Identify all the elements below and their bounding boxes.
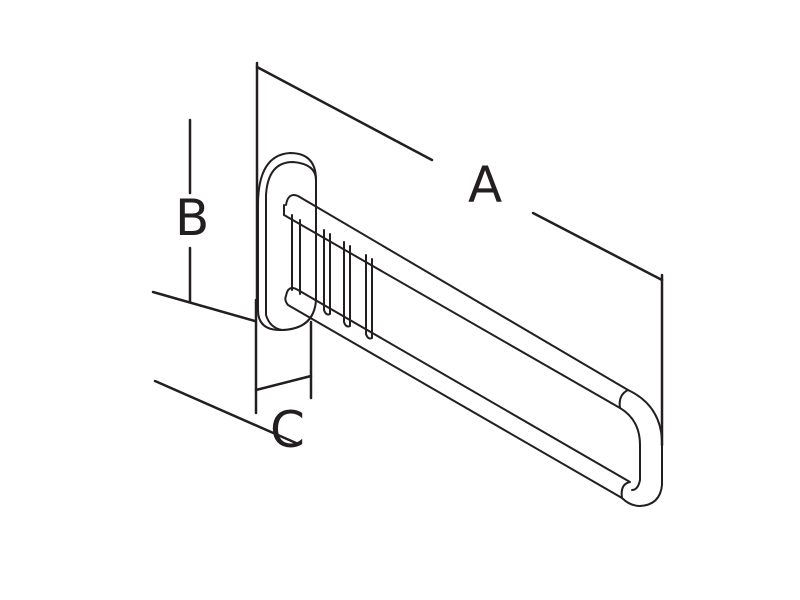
dimension-label-b: B xyxy=(175,189,210,247)
grab-bar xyxy=(283,194,663,507)
dimension-label-a: A xyxy=(468,156,503,214)
dimension-label-c: C xyxy=(270,401,305,459)
dimension-c-lines xyxy=(153,298,313,445)
wall-plate xyxy=(257,152,317,331)
dimension-a-lines xyxy=(255,61,664,447)
dimension-b-lines xyxy=(151,118,257,323)
